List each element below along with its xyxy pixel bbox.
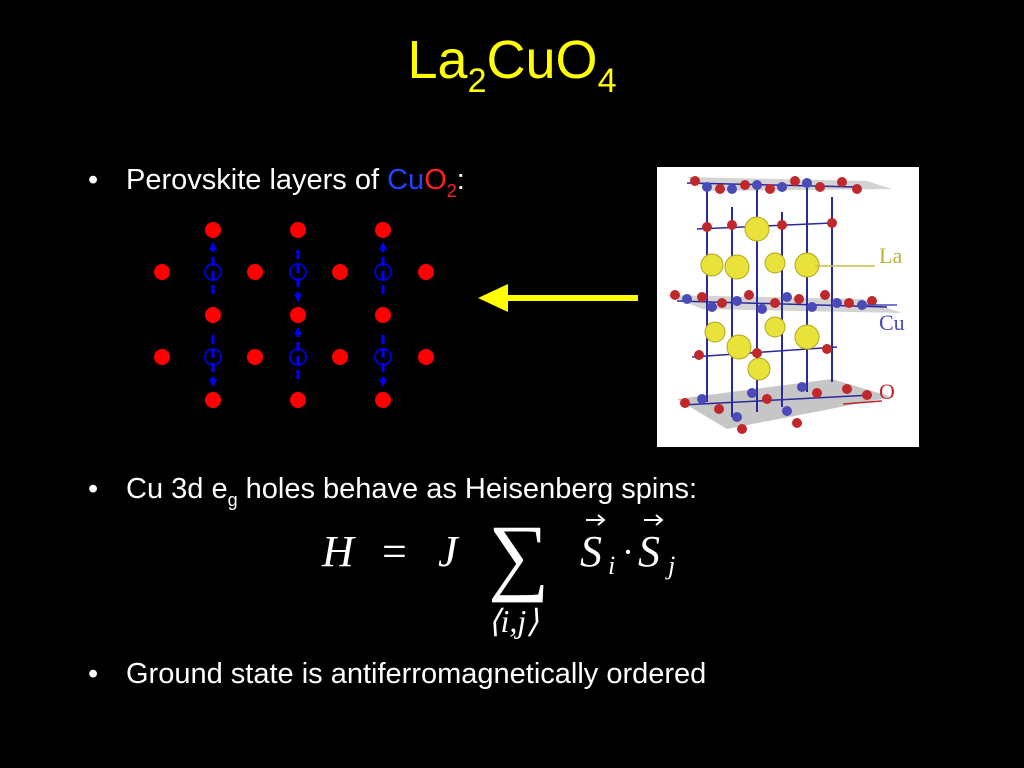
pointer-arrow <box>478 284 638 312</box>
eq-S1: S <box>580 527 602 576</box>
slide-title: La2CuO4 <box>0 28 1024 102</box>
eq-S2: S <box>638 527 660 576</box>
bullet-ground-state: • Ground state is antiferromagnetically o… <box>88 657 706 692</box>
oxygen-atom <box>290 307 306 323</box>
eq-sum-range: ⟨i,j⟩ <box>488 603 539 639</box>
oxygen-atom <box>375 392 391 408</box>
label-cu: Cu <box>879 310 905 335</box>
bullet-marker: • <box>88 658 99 690</box>
title-la: La <box>407 30 468 90</box>
eq-sub-j: j <box>665 551 675 580</box>
oxygen-atom <box>205 307 221 323</box>
title-sub-4: 4 <box>597 62 617 100</box>
o-label: O <box>424 164 447 196</box>
cuo2-lattice-diagram <box>154 222 434 408</box>
oxygen-atom <box>290 392 306 408</box>
label-la: La <box>879 243 902 268</box>
label-o: O <box>879 379 895 404</box>
oxygen-atom <box>418 349 434 365</box>
bullet-perovskite-text: Perovskite layers of <box>126 164 388 196</box>
eq-equals: = <box>382 527 407 576</box>
oxygen-atom <box>375 222 391 238</box>
eg-subscript: g <box>227 490 238 510</box>
title-cuo: CuO <box>486 30 598 90</box>
eq-sub-i: i <box>608 551 615 580</box>
oxygen-atom <box>418 264 434 280</box>
heisenberg-hamiltonian: H = J ∑ S i · S j ⟨i,j⟩ <box>321 508 675 639</box>
bullet-ground-state-text: Ground state is antiferromagnetically or… <box>126 658 707 690</box>
oxygen-atom <box>247 264 263 280</box>
oxygen-atom <box>154 264 170 280</box>
eq-J: J <box>438 527 460 576</box>
oxygen-atom <box>375 307 391 323</box>
o-subscript: 2 <box>446 181 457 201</box>
oxygen-atom <box>154 349 170 365</box>
crystal-structure-image: La Cu O <box>657 167 919 447</box>
title-sub-2: 2 <box>467 62 487 100</box>
bullet-heisenberg-suffix: holes behave as Heisenberg spins: <box>237 473 698 505</box>
oxygen-atom <box>205 392 221 408</box>
eq-dot: · <box>622 532 634 572</box>
eq-H: H <box>321 527 356 576</box>
bullet-heisenberg: • Cu 3d eg holes behave as Heisenberg spi… <box>88 472 697 512</box>
oxygen-atom <box>332 349 348 365</box>
eq-sum: ∑ <box>488 508 549 603</box>
bullet-marker: • <box>88 164 99 196</box>
oxygen-atom <box>247 349 263 365</box>
bullet-perovskite: • Perovskite layers of CuO2: <box>88 163 465 203</box>
oxygen-atom <box>290 222 306 238</box>
oxygen-atom <box>205 222 221 238</box>
bullet-marker: • <box>88 473 99 505</box>
colon: : <box>456 164 465 196</box>
oxygen-atom <box>332 264 348 280</box>
bullet-heisenberg-prefix: Cu 3d e <box>126 473 228 505</box>
cu-label: Cu <box>387 164 425 196</box>
